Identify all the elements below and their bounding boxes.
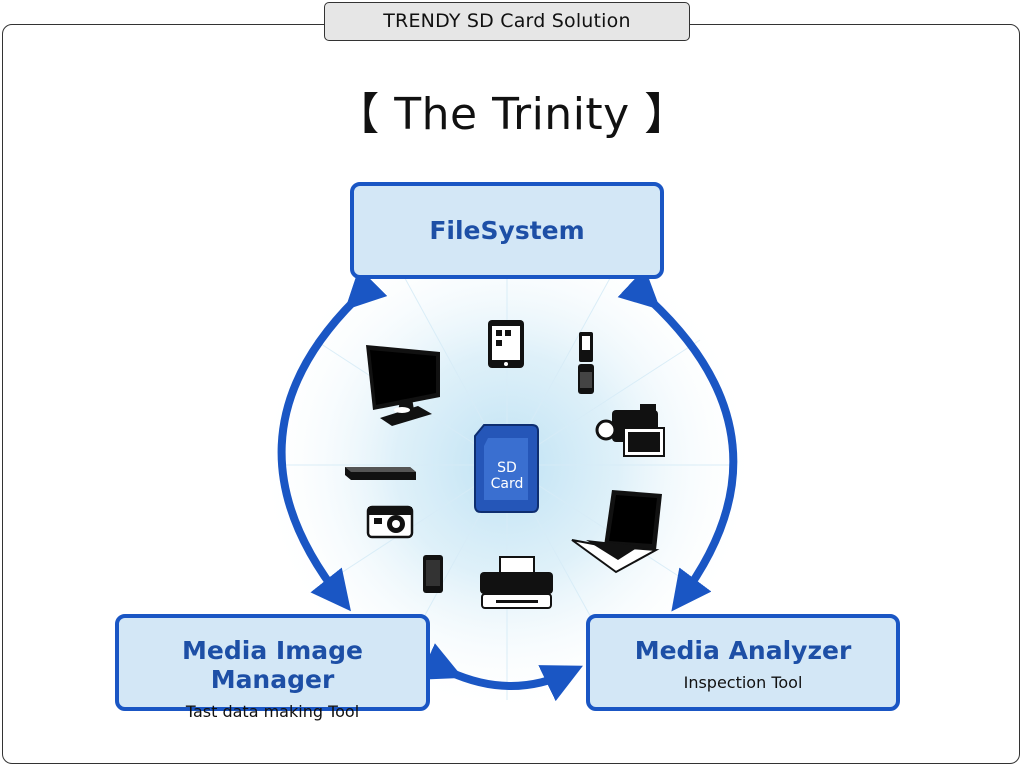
camera-icon xyxy=(366,505,414,539)
monitor-icon xyxy=(366,345,440,426)
video-camera-icon xyxy=(595,404,665,457)
bottom-cycle-arrow xyxy=(418,643,583,702)
smartphone-icon xyxy=(423,555,443,593)
sd-card-label-line1: SD xyxy=(497,460,517,476)
header-title: TRENDY SD Card Solution xyxy=(324,2,690,41)
media-image-manager-subtitle: Tast data making Tool xyxy=(185,702,360,721)
filesystem-box: FileSystem xyxy=(350,182,664,279)
left-cycle-arrow xyxy=(277,267,388,612)
sd-card-icon xyxy=(474,424,539,513)
media-analyzer-title: Media Analyzer xyxy=(634,636,852,665)
flip-phone-icon xyxy=(578,332,594,394)
set-top-box-icon xyxy=(345,467,416,480)
media-image-manager-title: Media Image Manager xyxy=(182,636,363,694)
right-cycle-arrow xyxy=(617,267,738,612)
media-analyzer-box: Media Analyzer Inspection Tool xyxy=(586,614,900,711)
tablet-icon xyxy=(488,320,524,368)
filesystem-title: FileSystem xyxy=(429,216,585,245)
sd-card-label: SD Card xyxy=(475,460,539,492)
laptop-icon xyxy=(571,490,662,574)
page-title: 【 The Trinity 】 xyxy=(335,89,689,140)
media-image-manager-box: Media Image Manager Tast data making Too… xyxy=(115,614,430,721)
printer-icon xyxy=(480,556,553,609)
media-analyzer-subtitle: Inspection Tool xyxy=(683,673,803,692)
sd-card-label-line2: Card xyxy=(490,476,524,492)
